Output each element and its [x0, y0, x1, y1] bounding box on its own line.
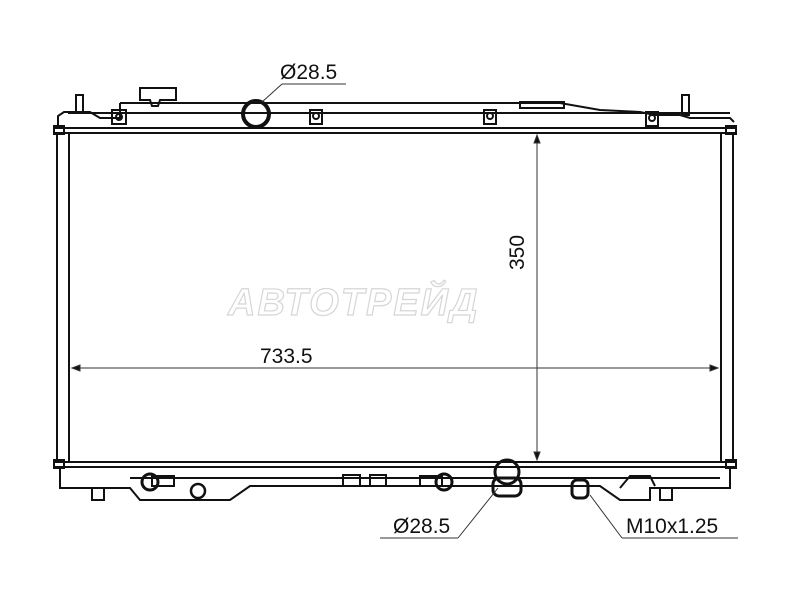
drain-plug-thread-label: M10x1.25	[626, 515, 719, 538]
height-dimension-label: 350	[506, 234, 529, 270]
top-inlet-diameter-label: Ø28.5	[280, 61, 338, 84]
bottom-outlet-pipe	[491, 458, 523, 498]
bottom-tank	[53, 459, 737, 501]
top-inlet-pipe	[241, 99, 271, 129]
drain-plug	[570, 478, 590, 500]
watermark: АВТОТРЕЙД	[227, 281, 480, 324]
bottom-outlet-diameter-label: Ø28.5	[393, 515, 451, 538]
width-dimension-label: 733.5	[260, 345, 313, 368]
top-tank	[53, 87, 737, 135]
